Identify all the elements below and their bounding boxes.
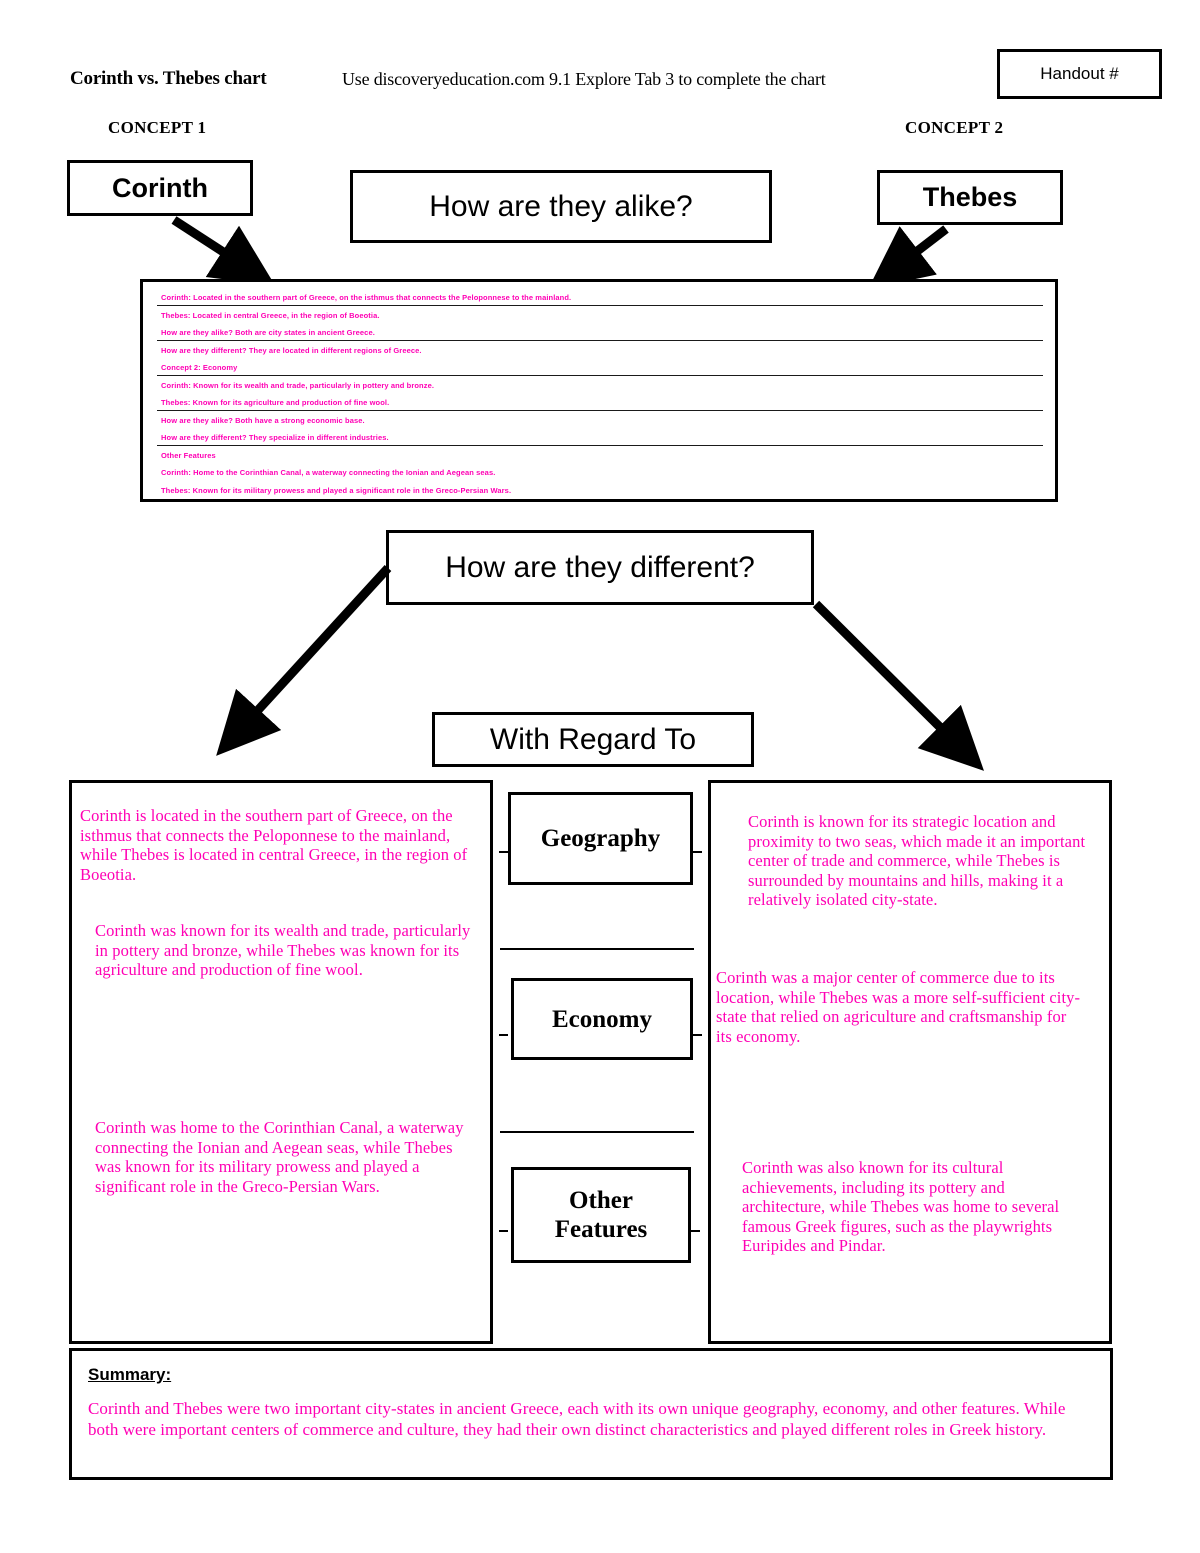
alike-answer-line: Thebes: Known for its agriculture and pr… [143, 397, 1055, 411]
right-geography-answer: Corinth is known for its strategic locat… [748, 812, 1086, 909]
alike-answer-line: Concept 2: Economy [143, 362, 1055, 376]
connector-tick-left [499, 1034, 508, 1036]
alike-answer-line: Thebes: Located in central Greece, in th… [161, 310, 380, 320]
left-other-features-answer: Corinth was home to the Corinthian Canal… [95, 1118, 464, 1196]
concept-2-box: Thebes [877, 170, 1063, 225]
category-divider-rule [500, 1131, 694, 1133]
alike-answer-line: Corinth: Located in the southern part of… [143, 292, 1055, 306]
category-label-other-features: Other Features [555, 1186, 648, 1244]
left-economy-answer: Corinth was known for its wealth and tra… [95, 921, 471, 979]
arrow-different-to-right-column [812, 600, 984, 771]
right-economy-answer: Corinth was a major center of commerce d… [716, 968, 1081, 1046]
instruction-text: Use discoveryeducation.com 9.1 Explore T… [342, 69, 826, 89]
category-divider-rule [500, 948, 694, 950]
concept-1-label: CONCEPT 1 [108, 118, 207, 137]
category-label-economy: Economy [552, 1005, 652, 1033]
alike-answer-line: Corinth: Known for its wealth and trade,… [161, 380, 435, 390]
category-label-other-features-line1: Other [569, 1187, 633, 1214]
alike-answer-line: Corinth: Home to the Corinthian Canal, a… [161, 468, 496, 477]
arrow-different-to-left-column [216, 564, 392, 756]
concept-1-name: Corinth [112, 172, 208, 203]
alike-answer-line: How are they different? They are located… [161, 345, 422, 355]
with-regard-to-label: With Regard To [489, 722, 697, 756]
alike-answer-line: How are they alike? Both have a strong e… [161, 415, 365, 425]
right-other-features-answer: Corinth was also known for its cultural … [742, 1158, 1060, 1255]
alike-answer-line: How are they alike? Both are city states… [143, 327, 1055, 341]
connector-tick-left [499, 1230, 508, 1232]
connector-tick-right [691, 1230, 700, 1232]
with-regard-to-box: With Regard To [432, 712, 754, 767]
concept-1-box: Corinth [67, 160, 253, 216]
how-are-they-alike-label: How are they alike? [429, 189, 693, 223]
connector-tick-left [499, 851, 508, 853]
category-label-geography: Geography [540, 825, 661, 852]
summary-text: Corinth and Thebes were two important ci… [88, 1399, 1066, 1439]
alike-answers-box[interactable]: Corinth: Located in the southern part of… [140, 279, 1058, 502]
category-box-other-features: Other Features [511, 1167, 691, 1263]
how-are-they-different-label: How are they different? [445, 550, 755, 584]
page-title: Corinth vs. Thebes chart [70, 68, 267, 89]
concept-2-name: Thebes [922, 182, 1018, 212]
category-label-other-features-line2: Features [554, 1216, 648, 1243]
how-are-they-alike-box: How are they alike? [350, 170, 772, 243]
alike-answer-line: How are they different? They specialize … [143, 432, 1055, 446]
connector-tick-right [693, 1034, 702, 1036]
concept-2-label: CONCEPT 2 [905, 118, 1004, 137]
how-are-they-different-box: How are they different? [386, 530, 814, 605]
handout-number-box: Handout # [997, 49, 1162, 99]
concept-1-answers-box[interactable] [69, 780, 493, 1344]
alike-answer-line: Thebes: Known for its military prowess a… [161, 485, 512, 495]
handout-label: Handout # [1040, 64, 1119, 83]
summary-box[interactable]: Summary: Corinth and Thebes were two imp… [69, 1348, 1113, 1480]
left-geography-answer: Corinth is located in the southern part … [80, 806, 468, 884]
category-box-economy: Economy [511, 978, 693, 1060]
connector-tick-right [693, 851, 702, 853]
alike-answer-line: Other Features [161, 450, 216, 460]
summary-label: Summary: [88, 1365, 172, 1384]
concept-2-answers-box[interactable] [708, 780, 1112, 1344]
arrow-corinth-to-alike-content [171, 216, 276, 286]
category-box-geography: Geography [508, 792, 693, 885]
